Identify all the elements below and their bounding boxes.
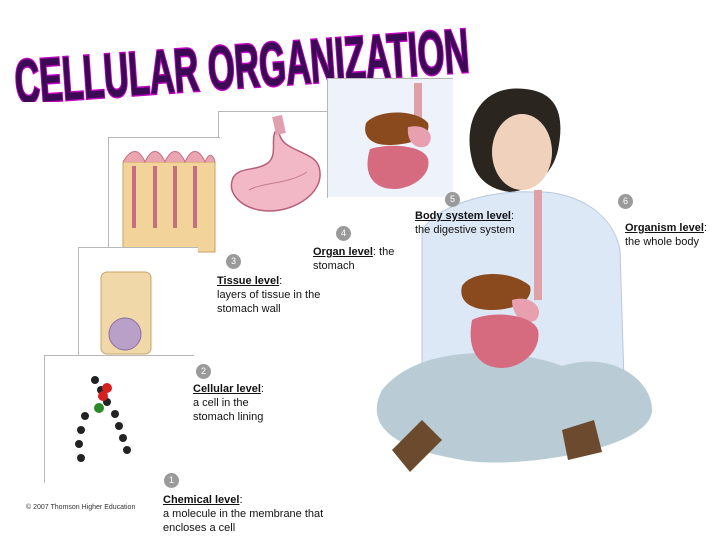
level-label-organ: Organ level: the stomach xyxy=(313,245,413,273)
level-name: Body system level xyxy=(415,210,511,222)
level-label-body-system: Body system level: the digestive system xyxy=(415,209,535,237)
level-desc: a molecule in the membrane that encloses… xyxy=(163,508,323,534)
level-label-cellular: Cellular level: a cell in the stomach li… xyxy=(193,382,293,424)
level-badge: 2 xyxy=(196,364,211,379)
level-label-organism: Organism level: the whole body xyxy=(625,221,717,249)
level-name: Organ level xyxy=(313,246,373,258)
level-name: Organism level xyxy=(625,222,704,234)
panel-tissue-image xyxy=(108,137,220,257)
panel-molecule-image xyxy=(44,355,194,483)
stomach-icon xyxy=(219,112,329,218)
panel-cell-image xyxy=(78,247,198,357)
level-desc: the digestive system xyxy=(415,224,515,236)
level-badge: 1 xyxy=(164,473,179,488)
cell-icon xyxy=(79,248,197,356)
tissue-icon xyxy=(109,138,219,256)
level-name: Cellular level xyxy=(193,383,261,395)
copyright-text: 2007 Thomson Higher Education xyxy=(33,504,135,511)
level-name: Chemical level xyxy=(163,494,239,506)
level-label-chemical: Chemical level: a molecule in the membra… xyxy=(163,493,333,535)
level-badge: 6 xyxy=(618,194,633,209)
level-badge: 3 xyxy=(226,254,241,269)
level-label-tissue: Tissue level: layers of tissue in the st… xyxy=(217,274,327,316)
panel-organ-image xyxy=(218,111,330,219)
level-badge: 4 xyxy=(336,226,351,241)
level-name: Tissue level xyxy=(217,275,279,287)
level-badge: 5 xyxy=(445,192,460,207)
level-desc: layers of tissue in the stomach wall xyxy=(217,289,320,315)
copyright-symbol: © xyxy=(26,504,31,511)
molecule-icon xyxy=(45,356,193,482)
level-desc: a cell in the stomach lining xyxy=(193,397,263,423)
copyright-notice: © 2007 Thomson Higher Education xyxy=(26,504,135,511)
organism-figure xyxy=(362,80,662,480)
level-desc: the whole body xyxy=(625,236,699,248)
